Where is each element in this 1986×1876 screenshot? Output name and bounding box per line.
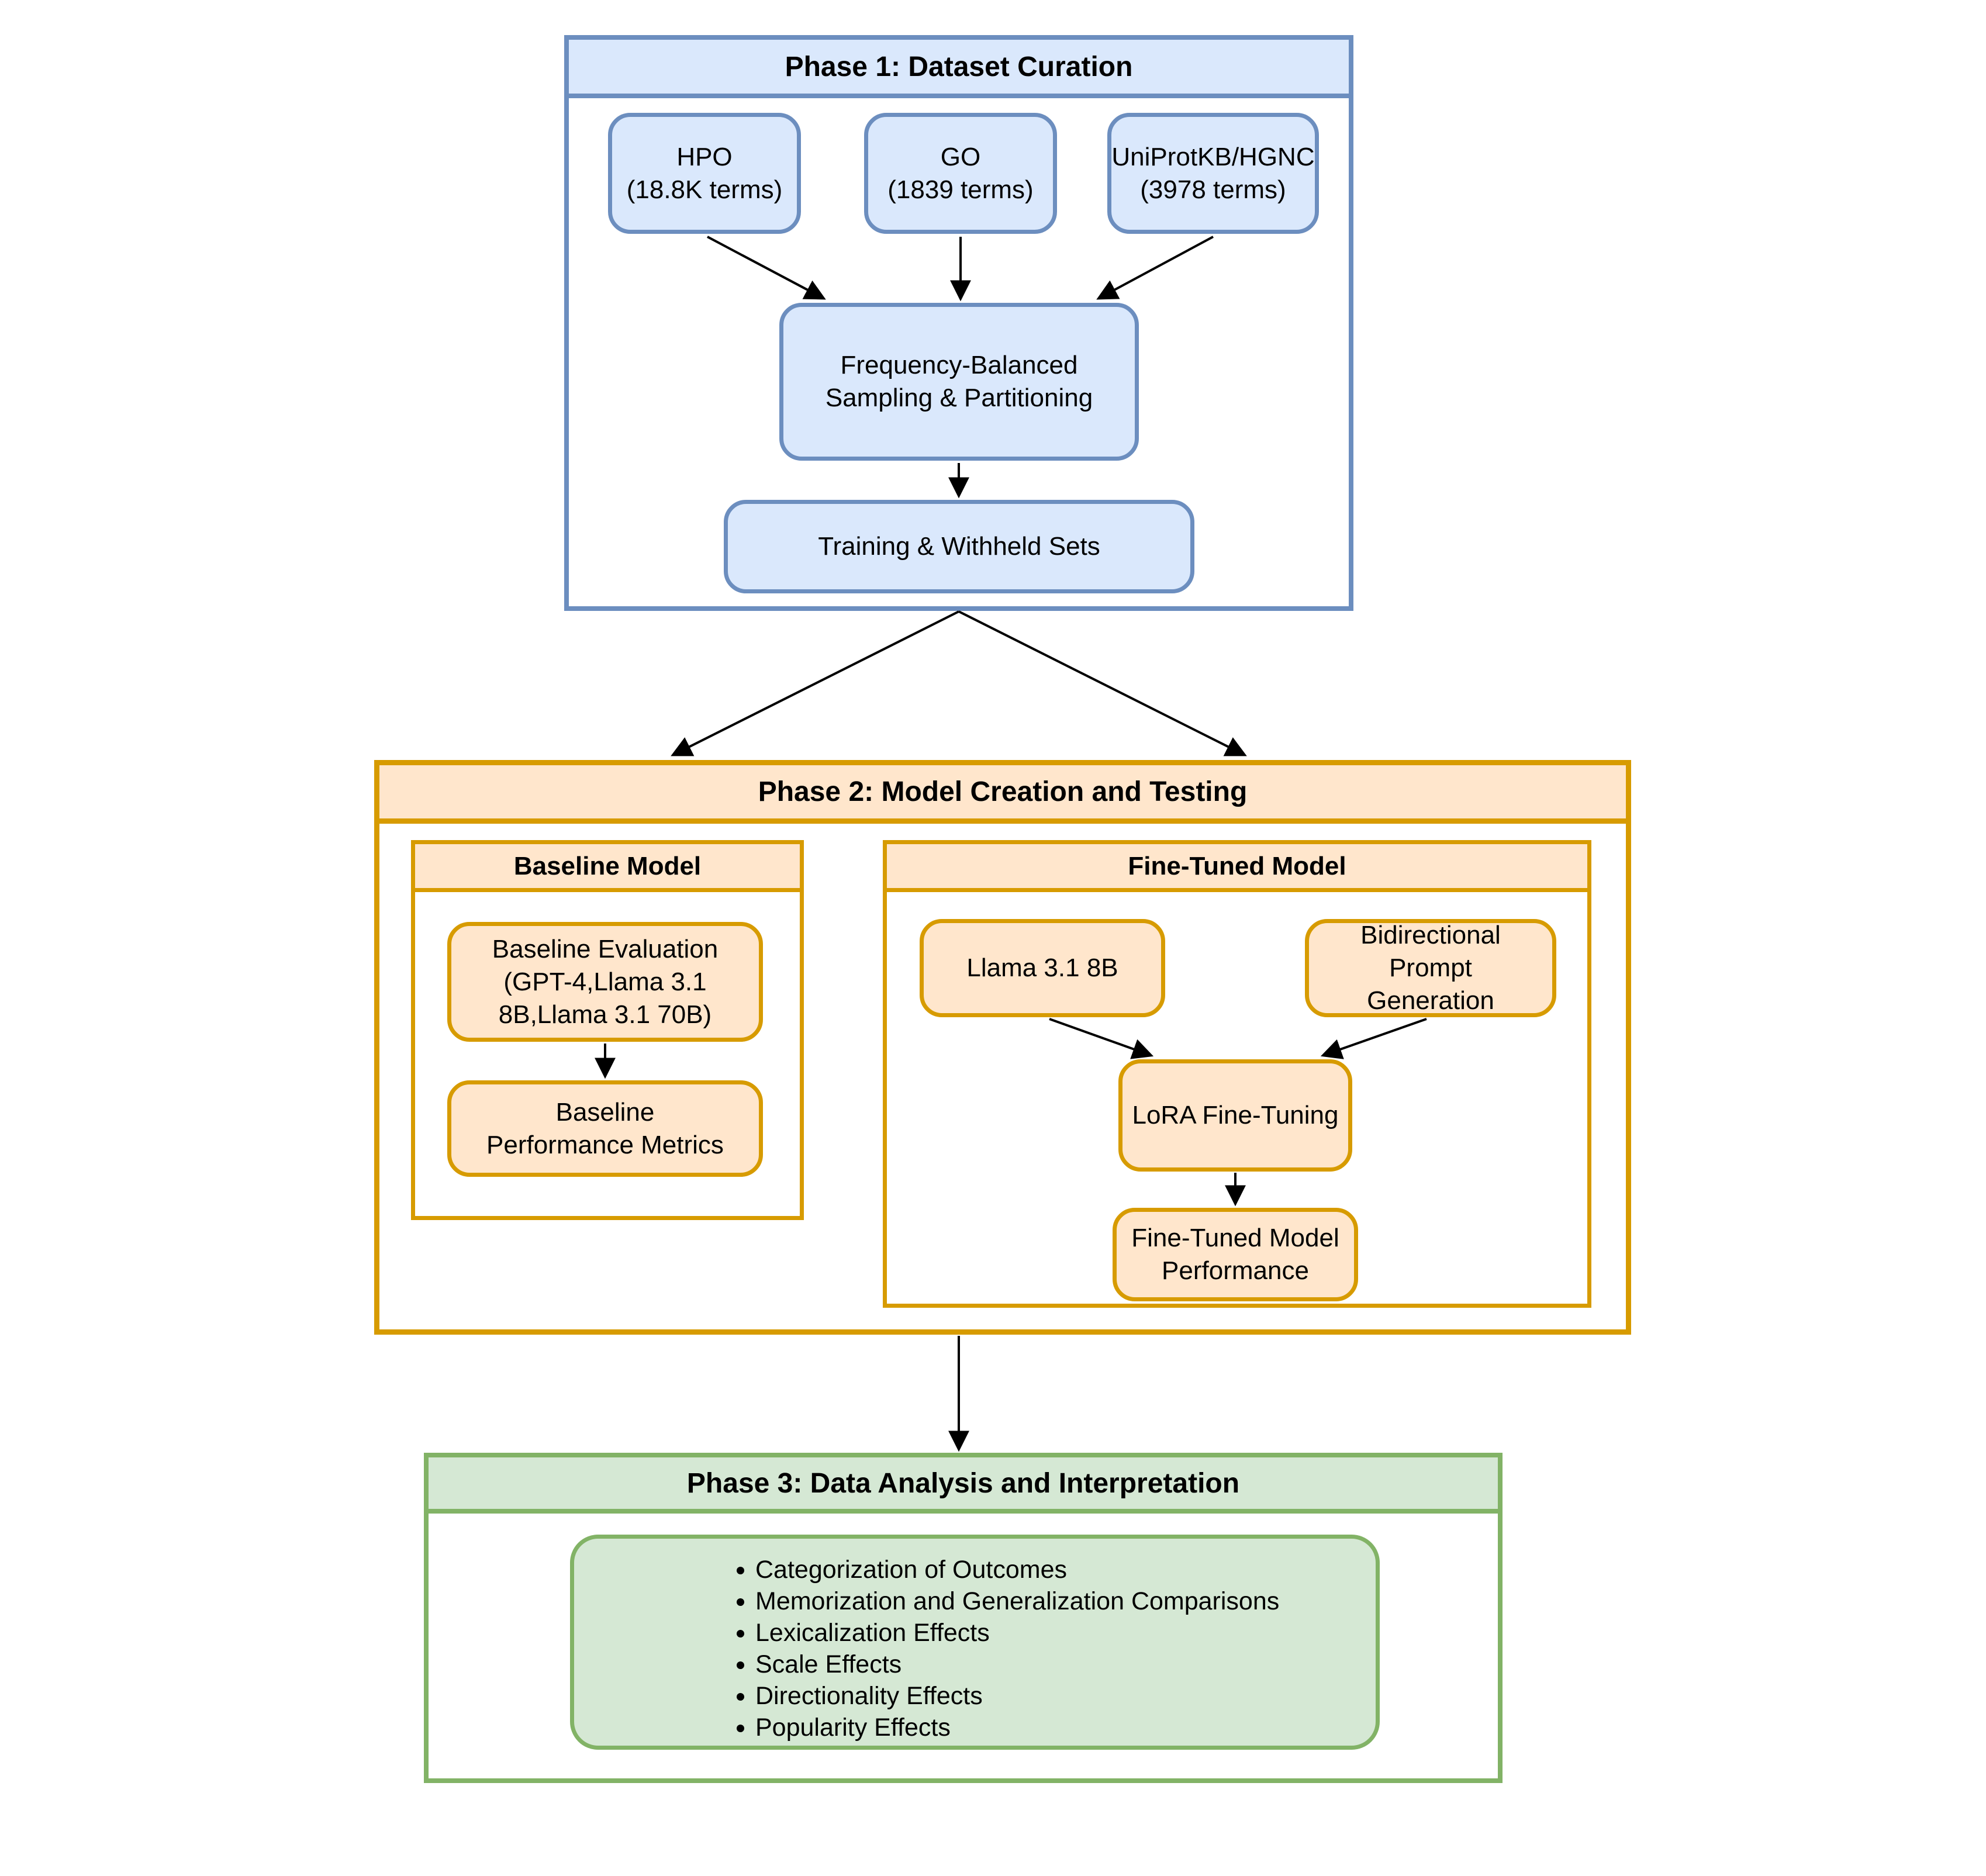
node-lora-fine-tuning: LoRA Fine-Tuning [1118, 1059, 1352, 1172]
node-hpo: HPO (18.8K terms) [608, 113, 801, 234]
bullet-categorization: Categorization of Outcomes [755, 1554, 1364, 1585]
bullet-popularity: Popularity Effects [755, 1712, 1364, 1743]
bullet-directionality: Directionality Effects [755, 1680, 1364, 1712]
analysis-bullet-list: Categorization of Outcomes Memorization … [574, 1539, 1376, 1743]
baseline-model-title: Baseline Model [513, 851, 702, 880]
phase2-title: Phase 2: Model Creation and Testing [758, 776, 1248, 807]
node-analysis-outcomes: Categorization of Outcomes Memorization … [570, 1535, 1380, 1750]
bullet-lexicalization: Lexicalization Effects [755, 1617, 1364, 1649]
node-baseline-performance-metrics: Baseline Performance Metrics [447, 1080, 763, 1177]
phase3-header: Phase 3: Data Analysis and Interpretatio… [429, 1457, 1498, 1514]
finetuned-model-header: Fine-Tuned Model [887, 844, 1587, 892]
finetuned-model-title: Fine-Tuned Model [1128, 851, 1346, 880]
bullet-memorization-generalization: Memorization and Generalization Comparis… [755, 1585, 1364, 1617]
node-llama-3-1-8b: Llama 3.1 8B [920, 919, 1165, 1017]
phase1-header: Phase 1: Dataset Curation [569, 40, 1349, 98]
node-bidirectional-prompt-generation: Bidirectional Prompt Generation [1305, 919, 1556, 1017]
arrow-phase1-to-phase2-left [671, 610, 959, 756]
node-frequency-balanced-sampling: Frequency-Balanced Sampling & Partitioni… [779, 303, 1139, 461]
arrow-phase1-to-phase2-right [958, 610, 1247, 756]
node-training-withheld-sets: Training & Withheld Sets [724, 500, 1194, 593]
bullet-scale: Scale Effects [755, 1649, 1364, 1680]
phase1-title: Phase 1: Dataset Curation [785, 51, 1133, 82]
node-baseline-evaluation: Baseline Evaluation (GPT-4,Llama 3.1 8B,… [447, 922, 763, 1042]
phase3-title: Phase 3: Data Analysis and Interpretatio… [686, 1467, 1240, 1499]
baseline-model-header: Baseline Model [415, 844, 800, 892]
node-go: GO (1839 terms) [864, 113, 1057, 234]
node-uniprotkb-hgnc: UniProtKB/HGNC (3978 terms) [1107, 113, 1319, 234]
phase2-header: Phase 2: Model Creation and Testing [379, 765, 1626, 824]
node-finetuned-model-performance: Fine-Tuned Model Performance [1113, 1208, 1358, 1301]
